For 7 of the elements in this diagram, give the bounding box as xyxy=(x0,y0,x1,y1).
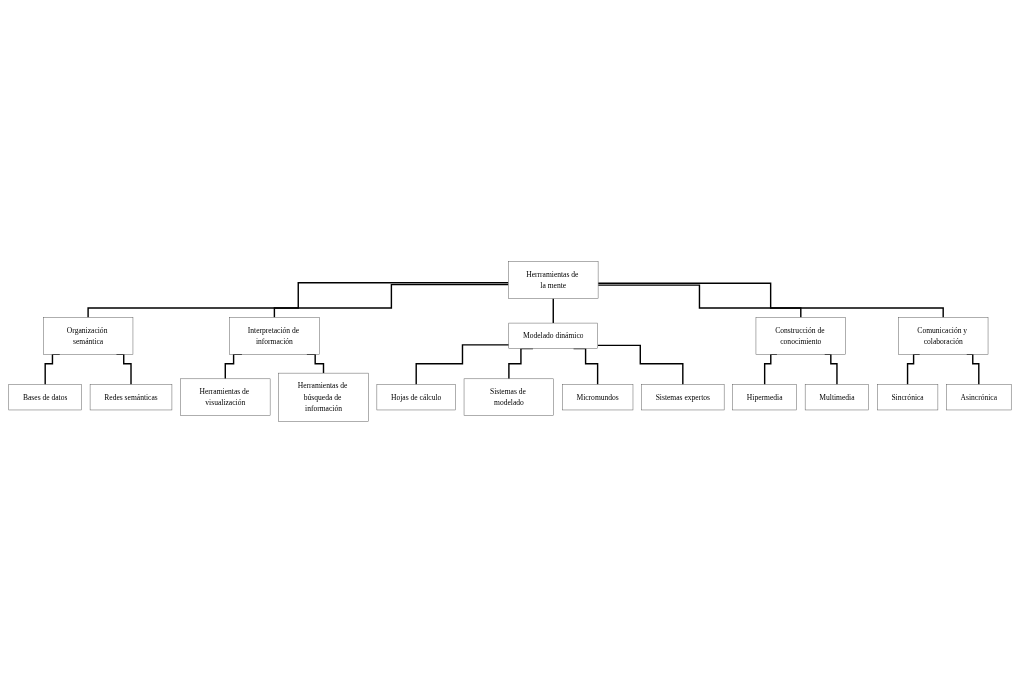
connector xyxy=(273,283,510,319)
connector xyxy=(552,297,554,324)
connector xyxy=(597,282,944,319)
connector xyxy=(415,344,510,386)
connector xyxy=(597,344,684,386)
connector xyxy=(597,284,802,319)
connector xyxy=(87,282,510,319)
